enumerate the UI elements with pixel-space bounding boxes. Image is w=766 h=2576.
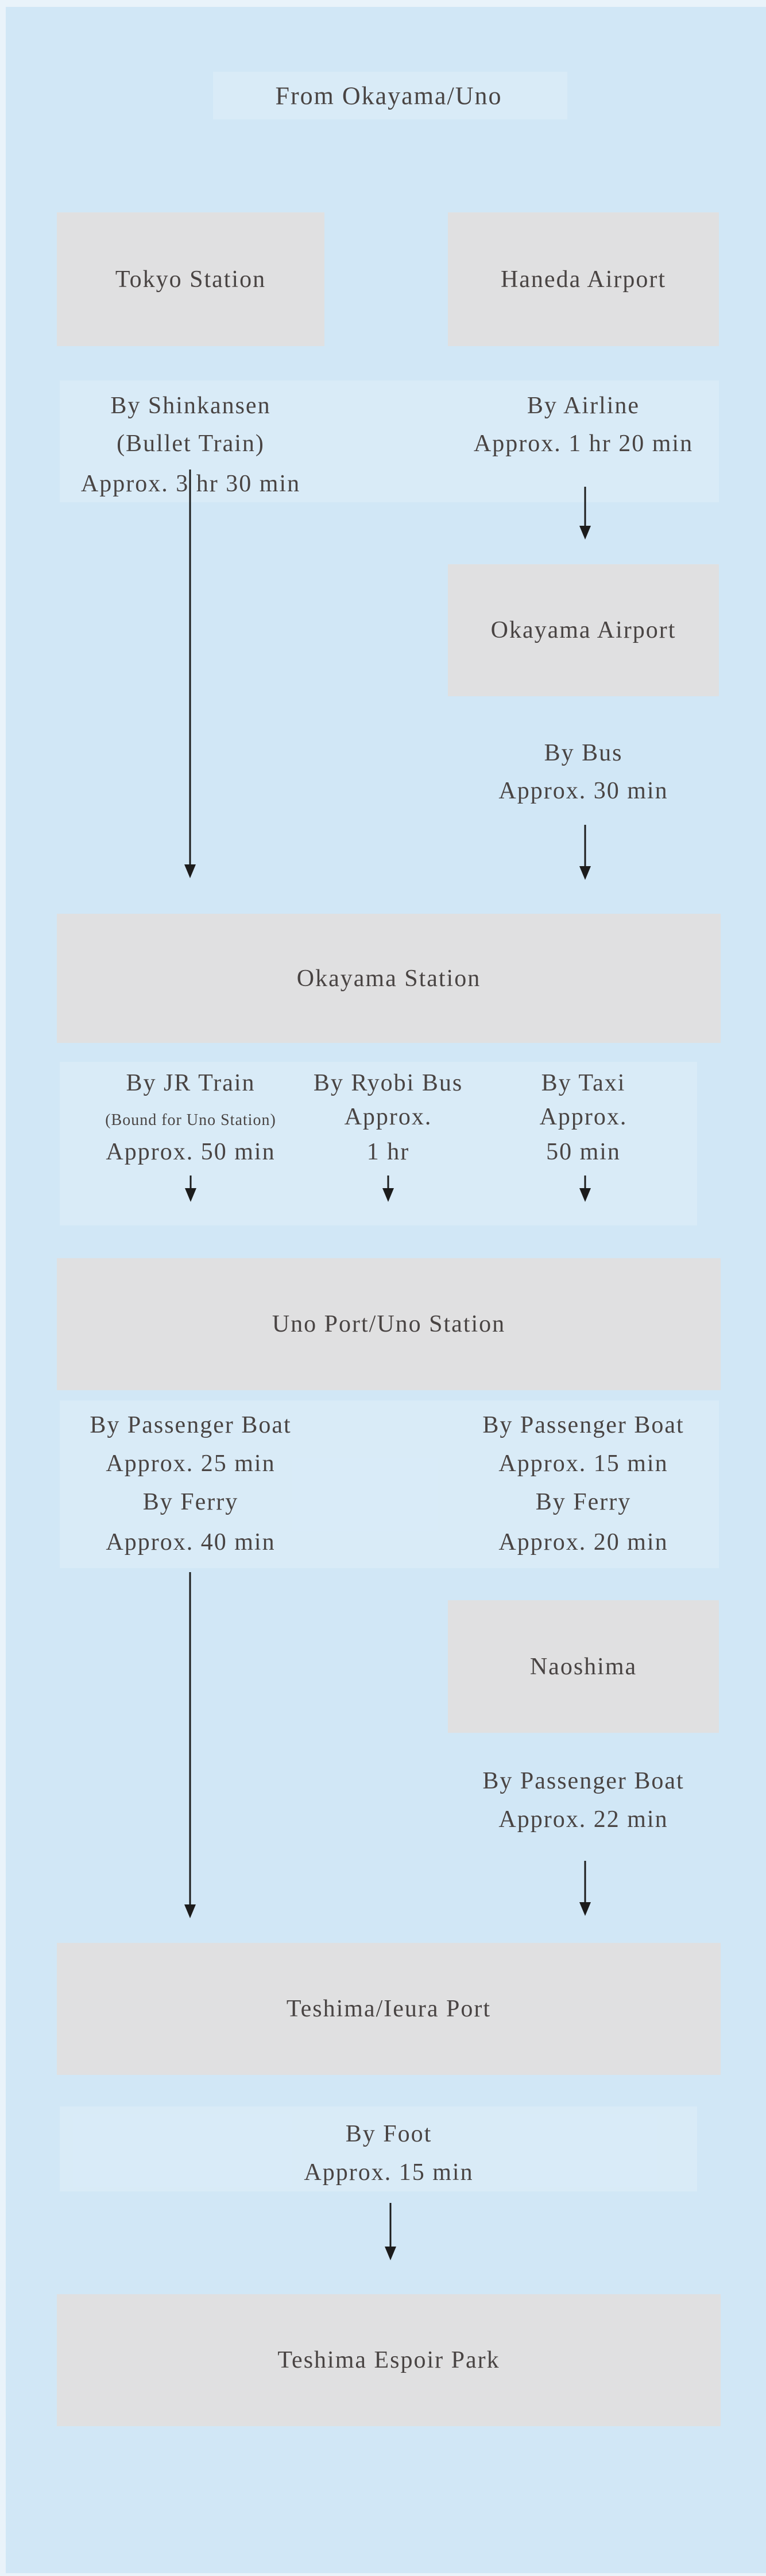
route-taxi-mode: By Taxi bbox=[541, 1070, 626, 1096]
arrow-head-icon bbox=[579, 1188, 591, 1202]
arrow-head-icon bbox=[579, 526, 591, 540]
node-label: Okayama Airport bbox=[490, 617, 676, 643]
arrow-ryobi-to-uno bbox=[382, 1176, 394, 1202]
row-highlight-3 bbox=[60, 1400, 719, 1568]
arrow-line bbox=[189, 1572, 191, 1910]
node-haneda-airport: Haneda Airport bbox=[448, 212, 719, 346]
route-shinkansen-note: (Bullet Train) bbox=[117, 430, 265, 457]
route-uno-naoshima-boat-time: Approx. 15 min bbox=[498, 1450, 668, 1477]
node-teshima-ieura-port: Teshima/Ieura Port bbox=[57, 1943, 721, 2075]
arrow-taxi-to-uno bbox=[579, 1176, 591, 1202]
arrow-line bbox=[189, 470, 191, 870]
route-ryobi-mode: By Ryobi Bus bbox=[313, 1070, 463, 1096]
node-naoshima: Naoshima bbox=[448, 1600, 719, 1733]
route-jr-time: Approx. 50 min bbox=[106, 1139, 276, 1165]
node-label: Uno Port/Uno Station bbox=[272, 1311, 506, 1337]
row-highlight-2 bbox=[60, 1062, 697, 1225]
route-uno-naoshima-boat-mode: By Passenger Boat bbox=[482, 1412, 684, 1438]
route-naoshima-boat-mode: By Passenger Boat bbox=[482, 1768, 684, 1794]
node-label: Tokyo Station bbox=[115, 266, 266, 293]
node-teshima-espoir-park: Teshima Espoir Park bbox=[57, 2294, 721, 2426]
route-ryobi-time-1: Approx. bbox=[344, 1104, 432, 1130]
route-taxi-time-1: Approx. bbox=[539, 1104, 628, 1130]
arrow-line bbox=[584, 825, 586, 872]
node-tokyo-station: Tokyo Station bbox=[57, 212, 324, 346]
route-ryobi-time-2: 1 hr bbox=[366, 1139, 410, 1165]
arrow-head-icon bbox=[184, 1904, 196, 1918]
route-bus-time: Approx. 30 min bbox=[498, 778, 668, 804]
route-jr-mode: By JR Train bbox=[126, 1070, 256, 1096]
route-uno-naoshima-ferry-mode: By Ferry bbox=[535, 1489, 632, 1515]
row-highlight-4 bbox=[60, 2106, 697, 2191]
route-uno-teshima-boat-time: Approx. 25 min bbox=[106, 1450, 276, 1477]
route-uno-teshima-ferry-time: Approx. 40 min bbox=[106, 1529, 276, 1555]
route-bus-mode: By Bus bbox=[544, 740, 623, 766]
arrow-jr-to-uno bbox=[184, 1176, 197, 1202]
arrow-line bbox=[387, 1176, 389, 1194]
arrow-line bbox=[389, 2203, 392, 2252]
arrow-line bbox=[189, 1176, 192, 1194]
arrow-line bbox=[584, 1176, 586, 1194]
arrow-haneda-to-okayama-airport bbox=[579, 487, 591, 540]
route-airline-mode: By Airline bbox=[527, 393, 640, 419]
route-naoshima-boat-time: Approx. 22 min bbox=[498, 1806, 668, 1833]
route-foot-mode: By Foot bbox=[345, 2121, 432, 2147]
node-okayama-airport: Okayama Airport bbox=[448, 564, 719, 696]
node-okayama-station: Okayama Station bbox=[57, 914, 721, 1043]
route-jr-note: (Bound for Uno Station) bbox=[105, 1111, 276, 1129]
page-title: From Okayama/Uno bbox=[275, 82, 502, 110]
route-uno-teshima-boat-mode: By Passenger Boat bbox=[90, 1412, 292, 1438]
row-highlight-1 bbox=[60, 381, 719, 502]
route-uno-teshima-ferry-mode: By Ferry bbox=[142, 1489, 239, 1515]
node-label: Naoshima bbox=[529, 1653, 637, 1680]
arrow-head-icon bbox=[579, 1902, 591, 1916]
arrow-head-icon bbox=[185, 1188, 196, 1202]
route-shinkansen-mode: By Shinkansen bbox=[110, 393, 271, 419]
arrow-line bbox=[584, 1861, 586, 1908]
arrow-head-icon bbox=[385, 2247, 396, 2260]
arrow-head-icon bbox=[579, 866, 591, 880]
arrow-line bbox=[584, 487, 586, 532]
node-label: Teshima Espoir Park bbox=[277, 2347, 500, 2373]
node-label: Teshima/Ieura Port bbox=[286, 1996, 492, 2022]
node-label: Okayama Station bbox=[296, 965, 481, 992]
route-foot-time: Approx. 15 min bbox=[304, 2159, 474, 2186]
arrow-naoshima-to-teshima bbox=[579, 1861, 591, 1916]
node-label: Haneda Airport bbox=[500, 266, 667, 293]
node-uno-port: Uno Port/Uno Station bbox=[57, 1258, 721, 1390]
arrow-airport-to-okayama-station bbox=[579, 825, 591, 880]
title-highlight bbox=[213, 72, 567, 119]
arrow-tokyo-to-okayama-station bbox=[184, 470, 196, 878]
arrow-ieura-to-espoir-park bbox=[384, 2203, 397, 2260]
route-uno-naoshima-ferry-time: Approx. 20 min bbox=[498, 1529, 668, 1555]
arrow-head-icon bbox=[382, 1188, 394, 1202]
route-airline-time: Approx. 1 hr 20 min bbox=[473, 430, 694, 457]
arrow-head-icon bbox=[184, 864, 196, 878]
route-taxi-time-2: 50 min bbox=[546, 1139, 621, 1165]
route-shinkansen-time: Approx. 3 hr 30 min bbox=[80, 471, 301, 497]
arrow-uno-to-teshima bbox=[184, 1572, 196, 1918]
